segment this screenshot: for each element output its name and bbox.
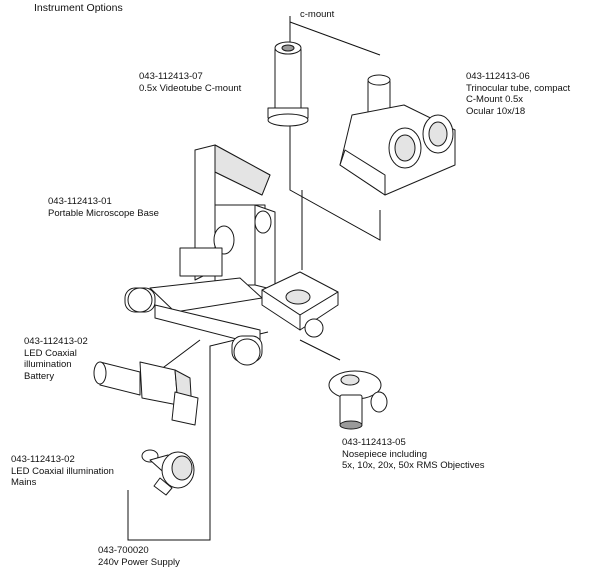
nosepiece-part xyxy=(328,370,388,430)
videotube-label: 043-112413-07 0.5x Videotube C-mount xyxy=(139,71,242,94)
trinocular-label: 043-112413-06 Trinocular tube, compact C… xyxy=(466,71,571,117)
leader-cmount xyxy=(289,16,381,56)
microscope-base-part xyxy=(124,144,339,366)
led-battery-part xyxy=(93,361,199,426)
led-mains-part xyxy=(141,449,195,496)
nosepiece-label: 043-112413-05 Nosepiece including 5x, 10… xyxy=(342,437,485,471)
leader-power xyxy=(127,428,211,541)
trinocular-part xyxy=(339,74,456,196)
diagram-title: Instrument Options xyxy=(34,2,123,14)
leader-nosepiece xyxy=(299,339,341,361)
videotube-part xyxy=(267,41,309,127)
leader-led-battery xyxy=(159,339,201,371)
cmount-label: c-mount xyxy=(300,9,335,20)
led-battery-label: 043-112413-02 LED Coaxial illumination B… xyxy=(24,336,88,382)
power-supply-label: 043-700020 240v Power Supply xyxy=(98,545,180,568)
led-mains-label: 043-112413-02 LED Coaxial illumination M… xyxy=(11,454,114,488)
base-label: 043-112413-01 Portable Microscope Base xyxy=(48,196,159,219)
